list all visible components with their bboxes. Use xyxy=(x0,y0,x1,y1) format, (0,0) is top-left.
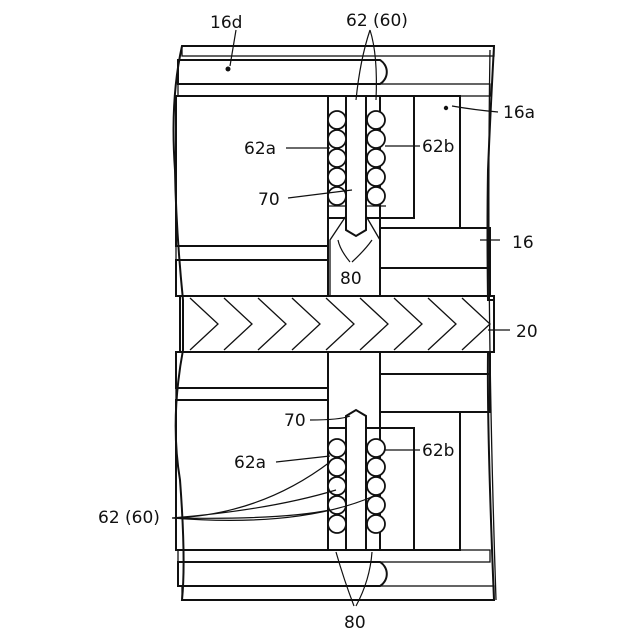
label-16: 16 xyxy=(512,233,534,253)
lower-right-block xyxy=(380,374,490,412)
bottom-strip xyxy=(182,586,494,600)
label-62a-bottom: 62a xyxy=(234,453,266,473)
label-70-bottom: 70 xyxy=(284,411,306,431)
label-62-60-bottom: 62 (60) xyxy=(98,508,160,528)
upper-right-block xyxy=(380,228,490,268)
lower-right-lining xyxy=(380,352,490,374)
upper-thin-strip xyxy=(178,84,490,96)
shaft-20 xyxy=(180,296,494,352)
upper-gap-line xyxy=(176,246,328,260)
upper-rod-70 xyxy=(346,96,366,236)
lower-bore xyxy=(178,562,387,586)
label-20: 20 xyxy=(516,322,538,342)
label-70-top: 70 xyxy=(258,190,280,210)
label-16d: 16d xyxy=(210,13,242,33)
top-strip xyxy=(182,46,494,56)
lower-cavity xyxy=(380,412,460,550)
label-80-bottom: 80 xyxy=(344,613,366,633)
lower-rod-70 xyxy=(346,410,366,550)
lower-gap-line xyxy=(176,388,328,400)
upper-right-lining xyxy=(380,268,490,296)
lower-left-lining xyxy=(176,352,328,388)
upper-bore-16d xyxy=(178,60,387,84)
upper-ball-row-62b xyxy=(367,111,385,205)
lower-thin-strip xyxy=(178,550,490,562)
label-62-60-top: 62 (60) xyxy=(346,11,408,31)
lower-ball-row-62b xyxy=(367,439,385,533)
label-62b-bottom: 62b xyxy=(422,441,454,461)
cavity-point-16a xyxy=(444,106,448,110)
upper-cavity-16a xyxy=(380,96,460,228)
upper-left-block xyxy=(176,96,328,246)
upper-left-lining xyxy=(176,260,328,296)
bore-point-16d xyxy=(226,67,231,72)
lower-ball-row-62a xyxy=(328,439,346,533)
label-80-top: 80 xyxy=(340,269,362,289)
label-62b-top: 62b xyxy=(422,137,454,157)
label-16a: 16a xyxy=(503,103,535,123)
label-62a-top: 62a xyxy=(244,139,276,159)
shaft-chevrons xyxy=(190,298,490,350)
